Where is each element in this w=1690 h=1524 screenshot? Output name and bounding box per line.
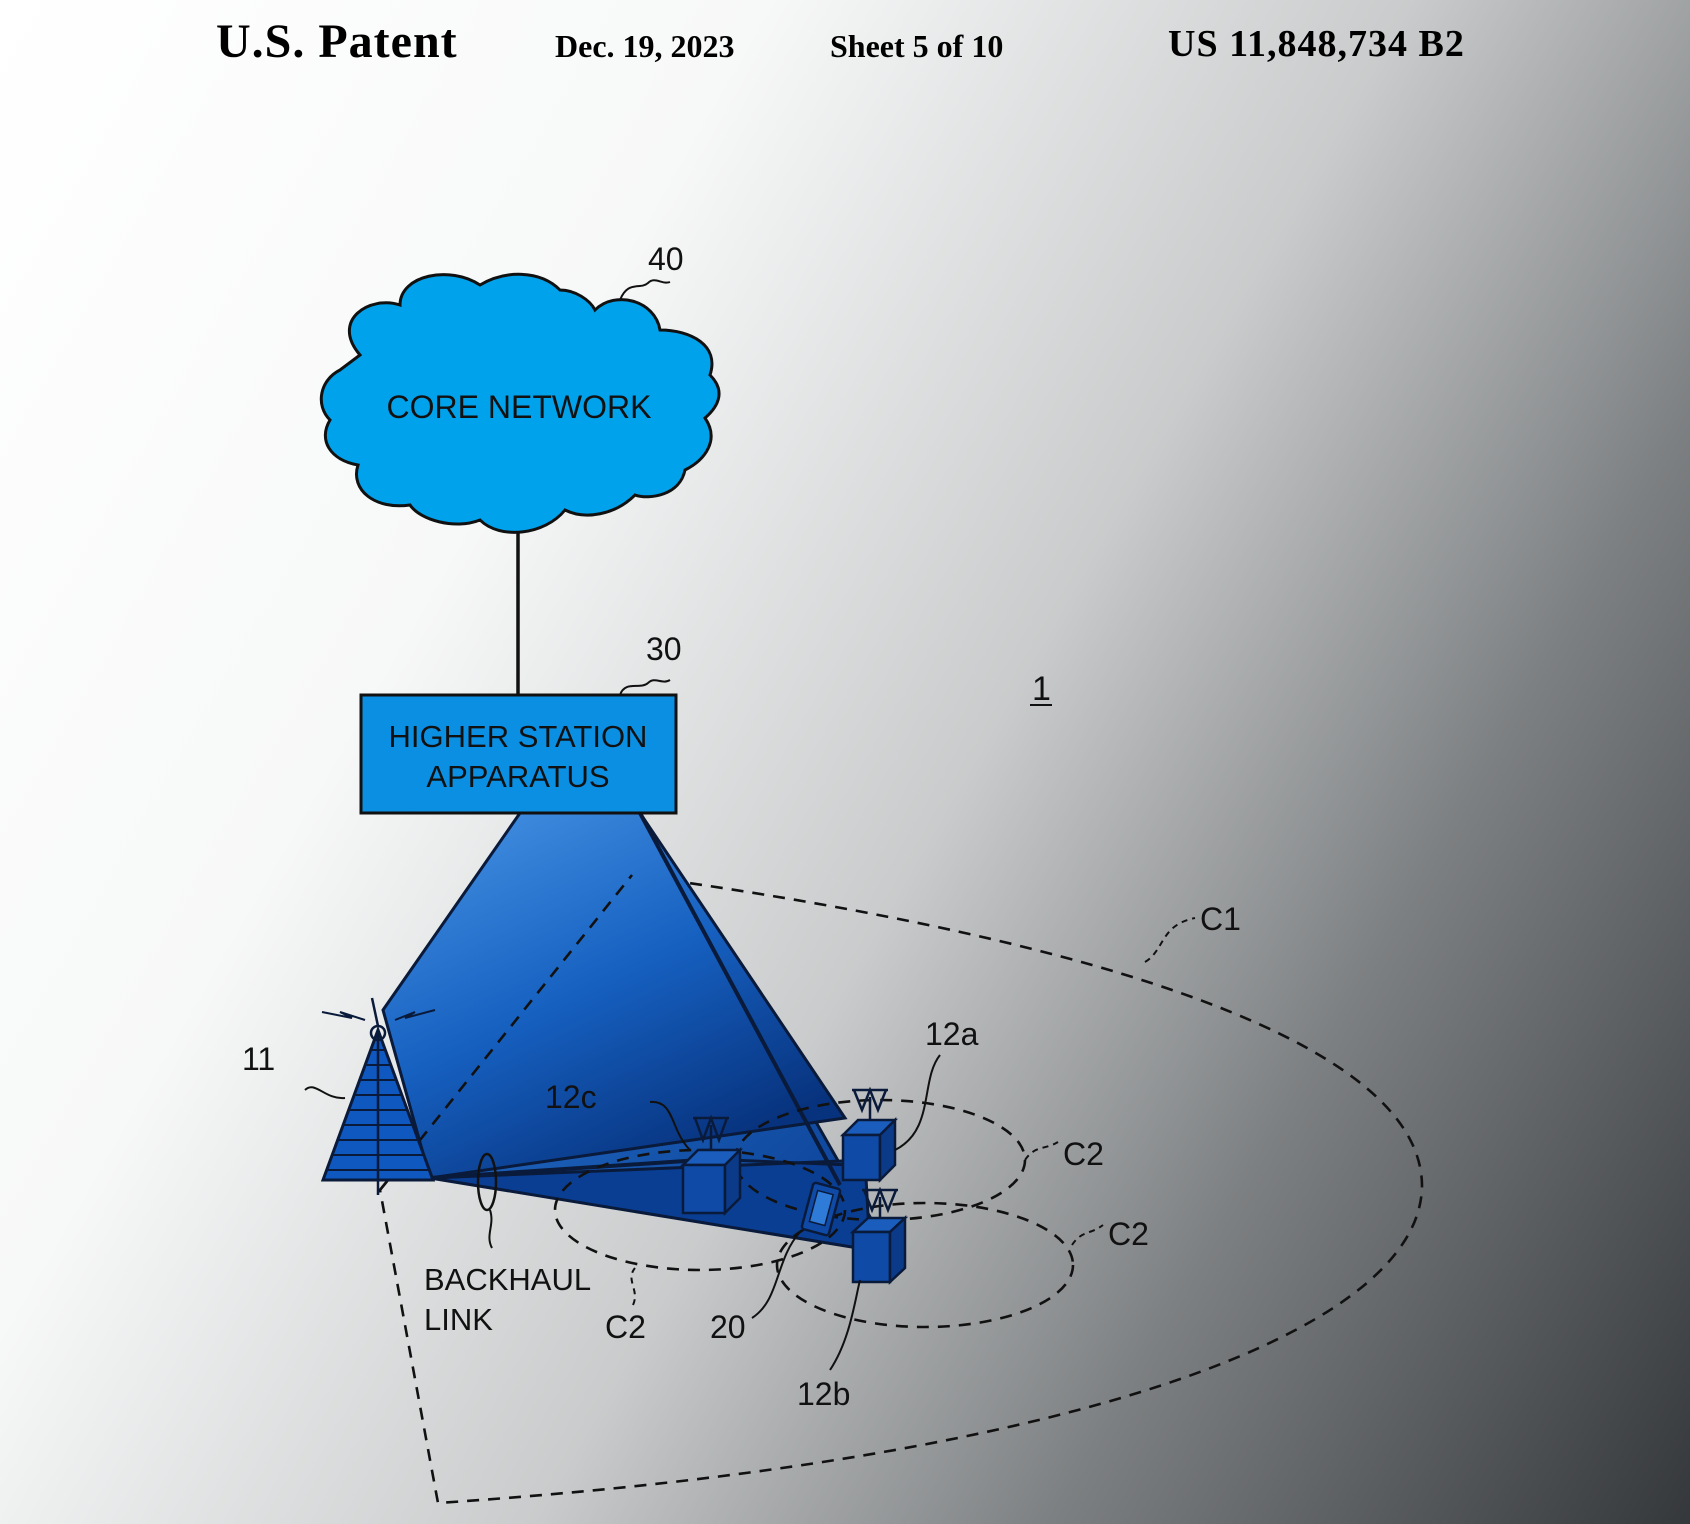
page-header: U.S. Patent Dec. 19, 2023 Sheet 5 of 10 …: [0, 0, 1690, 110]
patent-number: US 11,848,734 B2: [1168, 23, 1465, 65]
higher-station-box: [359, 693, 678, 815]
macro-tower: [320, 997, 436, 1195]
macro-cell-edge: [378, 874, 634, 1191]
small-station-12b-ref: 12b: [797, 1376, 850, 1412]
higher-station-line1: HIGHER STATION: [389, 719, 648, 754]
small-station-12c-leader: [649, 1100, 691, 1151]
user-terminal-ref: 20: [710, 1309, 746, 1345]
core-network-label: CORE NETWORK: [387, 389, 652, 425]
core-network-ref: 40: [648, 241, 684, 277]
small-cell-b-label: C2: [1108, 1216, 1149, 1252]
macro-cell-leader: [1144, 917, 1196, 963]
small-station-12b-leader: [829, 1279, 861, 1371]
patent-title: U.S. Patent: [216, 15, 458, 68]
backhaul-marker: [476, 1152, 498, 1212]
sheet-number: Sheet 5 of 10: [830, 28, 1004, 64]
small-station-12a: [839, 1086, 899, 1184]
higher-station-leader: [619, 679, 671, 696]
small-cell-a-label: C2: [1063, 1136, 1104, 1172]
user-terminal-leader: [751, 1231, 801, 1319]
macro-tower-ref: 11: [242, 1041, 275, 1077]
core-network-cloud: [319, 272, 721, 534]
small-station-12c: [679, 1114, 744, 1217]
small-station-12c-ref: 12c: [545, 1079, 597, 1115]
core-network-leader: [619, 279, 671, 301]
patent-date: Dec. 19, 2023: [555, 28, 735, 64]
small-cell-b: [775, 1201, 1075, 1329]
macro-cell-label: C1: [1200, 901, 1241, 937]
backhaul-label-2: LINK: [424, 1302, 493, 1337]
small-station-12b: [849, 1186, 909, 1285]
macro-tower-leader: [304, 1086, 346, 1100]
small-cell-c: [553, 1148, 847, 1272]
small-station-12a-ref: 12a: [925, 1016, 979, 1052]
backhaul-label-1: BACKHAUL: [424, 1262, 591, 1297]
backhaul-leader: [488, 1209, 493, 1249]
small-station-12a-leader: [894, 1054, 941, 1151]
system-ref: 1: [1032, 670, 1051, 708]
macro-cell-boundary: [378, 873, 1424, 1505]
small-cell-c-leader: [630, 1267, 636, 1306]
small-cell-c-label: C2: [605, 1309, 646, 1345]
small-cell-a-leader: [1024, 1141, 1059, 1161]
small-cell-b-leader: [1071, 1224, 1104, 1246]
higher-station-line2: APPARATUS: [426, 759, 609, 794]
user-terminal: [800, 1181, 842, 1237]
higher-station-ref: 30: [646, 631, 682, 667]
